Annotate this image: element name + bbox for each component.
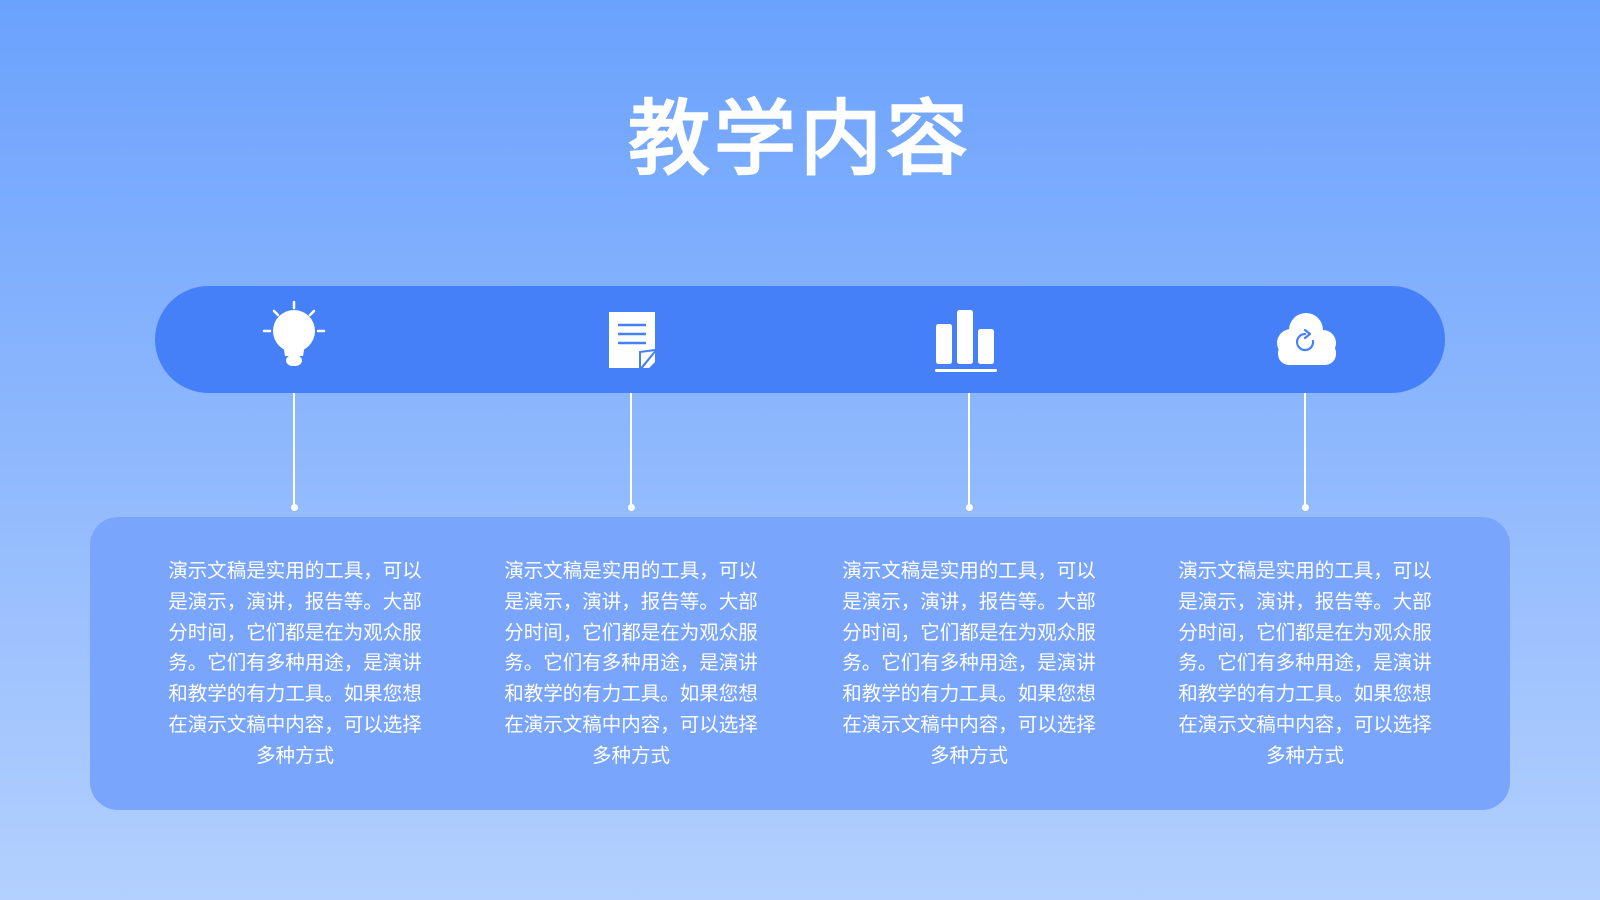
document-icon [587,292,677,382]
connector-line [1304,393,1306,506]
bar-chart-icon [921,292,1011,382]
connector-line [968,393,970,506]
connector-dot [965,504,973,511]
connector-dot [1301,504,1309,511]
connector-dot [290,504,298,511]
column-2-text: 演示文稿是实用的工具，可以是演示，演讲，报告等。大部分时间，它们都是在为观众服务… [504,559,758,767]
lightbulb-icon [249,292,339,382]
cloud-sync-icon [1261,292,1351,382]
connector-line [630,393,632,506]
page-title: 教学内容 [627,92,972,187]
icon-bar [155,286,1445,393]
column-3-text: 演示文稿是实用的工具，可以是演示，演讲，报告等。大部分时间，它们都是在为观众服务… [842,559,1096,767]
connector-dot [627,504,635,511]
column-4-text: 演示文稿是实用的工具，可以是演示，演讲，报告等。大部分时间，它们都是在为观众服务… [1178,559,1432,767]
column-1-text: 演示文稿是实用的工具，可以是演示，演讲，报告等。大部分时间，它们都是在为观众服务… [168,559,422,767]
connector-line [293,393,295,506]
content-panel [90,517,1510,810]
